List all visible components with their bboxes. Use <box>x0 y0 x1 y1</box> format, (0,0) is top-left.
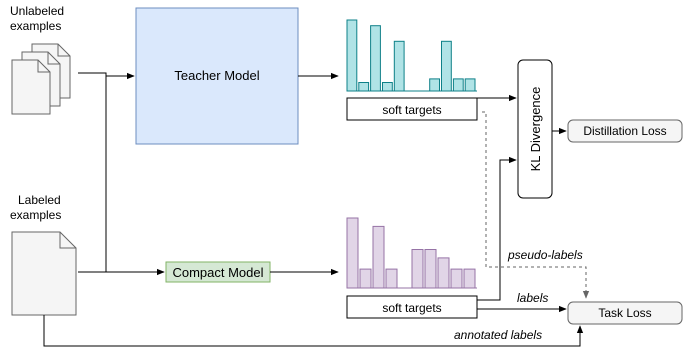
labeled-label-line1: Labeled <box>18 193 61 207</box>
student-soft-target-histogram <box>346 217 477 289</box>
edge-pseudo-labels <box>482 111 590 299</box>
student-hist-bar <box>463 268 476 289</box>
edge-student-soft-to-kl <box>477 156 517 301</box>
edge-labeled-to-teacher <box>78 76 107 273</box>
compact-model-label: Compact Model <box>172 265 263 280</box>
kl-divergence-box <box>517 59 553 199</box>
teacher-hist-bar <box>370 25 381 92</box>
teacher-hist-bar <box>358 82 370 92</box>
distillation-loss-box <box>567 119 683 143</box>
student-hist-bar <box>372 225 385 289</box>
labeled-label-line2: examples <box>10 208 61 222</box>
student-hist-bar <box>359 268 372 289</box>
teacher-model-label: Teacher Model <box>174 68 259 83</box>
pseudo-labels-label: pseudo-labels <box>507 248 583 262</box>
student-soft-targets-label: soft targets <box>382 301 441 315</box>
student-hist-bar <box>424 249 437 289</box>
edge-annotated-to-task <box>43 315 584 347</box>
teacher-hist-bar <box>393 40 405 92</box>
student-hist-bar <box>450 268 463 289</box>
teacher-model-box <box>135 7 299 145</box>
kl-divergence-label: KL Divergence <box>528 87 543 172</box>
task-loss-label: Task Loss <box>598 306 651 320</box>
teacher-hist-bar <box>346 19 358 92</box>
edge-unlabeled-to-teacher <box>78 72 135 80</box>
student-soft-targets-box <box>346 295 478 319</box>
teacher-soft-targets-box <box>346 97 478 121</box>
task-loss-box <box>567 301 683 325</box>
unlabeled-documents-icon <box>11 43 71 115</box>
connectors <box>43 72 584 347</box>
teacher-soft-target-histogram <box>346 19 477 92</box>
teacher-hist-bar <box>464 78 476 92</box>
teacher-hist-bar <box>382 82 393 92</box>
unlabeled-label-line1: Unlabeled <box>10 4 64 18</box>
teacher-hist-bar <box>429 78 441 92</box>
labeled-document-icon <box>11 231 77 316</box>
labels-label: labels <box>517 291 548 305</box>
teacher-hist-bar <box>452 78 464 92</box>
teacher-soft-targets-label: soft targets <box>382 103 441 117</box>
student-hist-bar <box>437 257 450 289</box>
student-hist-bar <box>385 268 398 289</box>
distillation-loss-label: Distillation Loss <box>583 124 666 138</box>
student-hist-bar <box>411 249 424 289</box>
teacher-hist-bar <box>441 40 452 92</box>
annotated-labels-label: annotated labels <box>454 328 542 342</box>
student-hist-bar <box>346 217 359 289</box>
unlabeled-label-line2: examples <box>10 19 61 33</box>
